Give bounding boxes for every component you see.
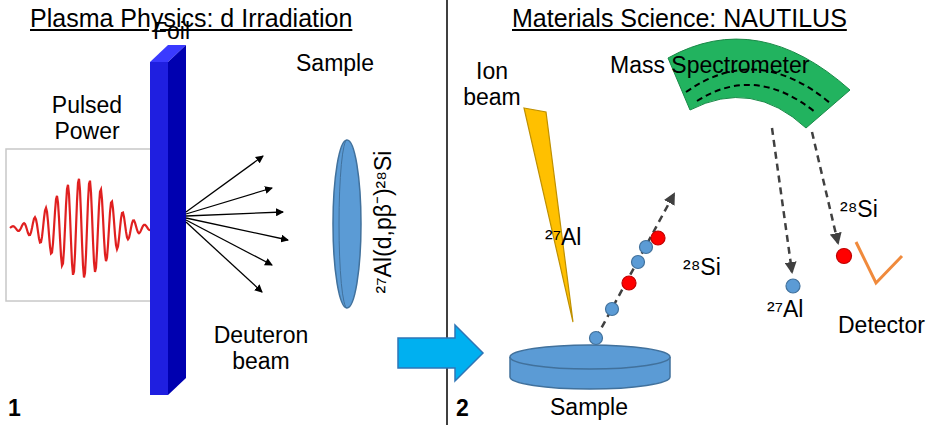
sample-cylinder-top: [510, 345, 670, 369]
part-label: Ion beam: [455, 58, 529, 111]
sample-disk: [333, 140, 361, 308]
part-label: Foil: [153, 18, 190, 44]
part-label: Pulsed Power: [28, 92, 146, 145]
foil-side: [168, 45, 186, 395]
trajectory-arrows: [596, 128, 838, 338]
atoms: [590, 231, 852, 345]
ion-path: [697, 85, 815, 112]
sample-edge: [339, 140, 347, 308]
part-label: Deuteron beam: [195, 322, 327, 375]
part-label: Mass Spectrometer: [610, 52, 809, 78]
panel-title: Plasma Physics: d Irradiation: [30, 4, 352, 33]
panel-number: 1: [8, 395, 21, 421]
foil-front: [150, 62, 168, 395]
waveform-box: [6, 149, 156, 301]
panel-title: Materials Science: NAUTILUS: [512, 4, 847, 33]
detector-bracket: [856, 242, 902, 283]
part-label: Sample: [550, 394, 628, 420]
isotope-label: ²⁸Si: [840, 196, 878, 222]
transfer-arrow: [398, 325, 483, 381]
part-label: Sample: [296, 50, 374, 76]
ion-beam: [524, 108, 573, 322]
isotope-label: ²⁷Al: [545, 224, 581, 250]
reaction-label: ²⁷Al(d,pβ⁻)²⁸Si: [370, 151, 396, 294]
pulse-waveform: [10, 179, 152, 278]
deuteron-arrows: [186, 156, 288, 292]
panel-number: 2: [456, 395, 469, 421]
isotope-label: ²⁸Si: [683, 254, 721, 280]
isotope-label: ²⁷Al: [767, 296, 803, 322]
part-label: Detector: [838, 312, 925, 338]
